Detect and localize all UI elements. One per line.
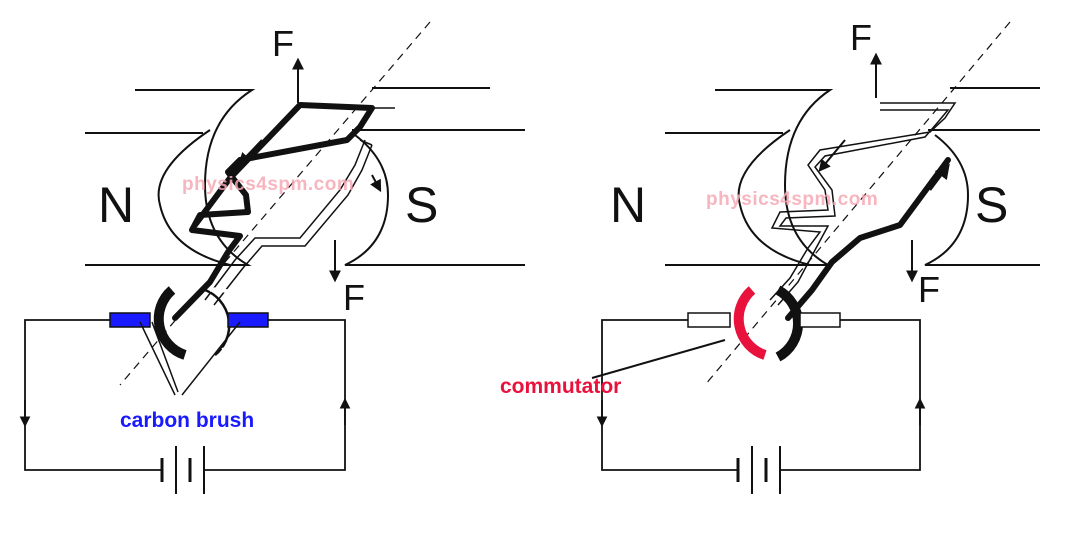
left-brush-right xyxy=(227,312,269,328)
right-commutator-pointer xyxy=(591,339,726,379)
right-force-top-label: F xyxy=(850,17,872,58)
right-north-label: N xyxy=(610,177,647,233)
left-force-top-label: F xyxy=(272,23,294,64)
right-axis-line xyxy=(704,21,1011,386)
carbon-brush-label: carbon brush xyxy=(120,409,255,432)
left-circuit xyxy=(24,319,346,471)
left-watermark: physics4spm.com xyxy=(182,174,355,195)
right-brush-left xyxy=(687,312,731,328)
right-coil-front xyxy=(785,157,951,321)
right-south-magnet xyxy=(924,87,1040,266)
right-brush-right xyxy=(799,312,841,328)
left-brush-left xyxy=(109,312,151,328)
commutator-label: commutator xyxy=(500,375,622,398)
right-coil-back xyxy=(769,102,957,306)
left-coil-lead xyxy=(192,102,303,227)
left-north-label: N xyxy=(98,177,135,233)
left-motor xyxy=(19,21,525,494)
right-watermark: physics4spm.com xyxy=(706,189,879,210)
left-south-label: S xyxy=(405,177,439,233)
left-coil-front xyxy=(172,102,375,321)
right-south-label: S xyxy=(975,177,1009,233)
left-battery xyxy=(160,446,205,494)
left-brush-pointers xyxy=(139,321,241,396)
right-current-arrow-1 xyxy=(818,139,846,172)
left-force-bottom-label: F xyxy=(343,277,365,318)
left-axis-line xyxy=(119,21,431,386)
right-north-magnet xyxy=(665,89,834,266)
right-current-arrow-2 xyxy=(929,163,950,191)
left-current-arrow-1 xyxy=(238,139,263,165)
right-battery xyxy=(736,446,781,494)
left-south-magnet xyxy=(344,87,525,266)
left-coil-back xyxy=(204,107,395,306)
right-motor xyxy=(591,21,1040,494)
left-current-arrow-2 xyxy=(370,174,382,193)
right-circuit xyxy=(601,319,921,471)
right-force-bottom-label: F xyxy=(918,269,940,310)
right-commutator xyxy=(733,285,804,362)
